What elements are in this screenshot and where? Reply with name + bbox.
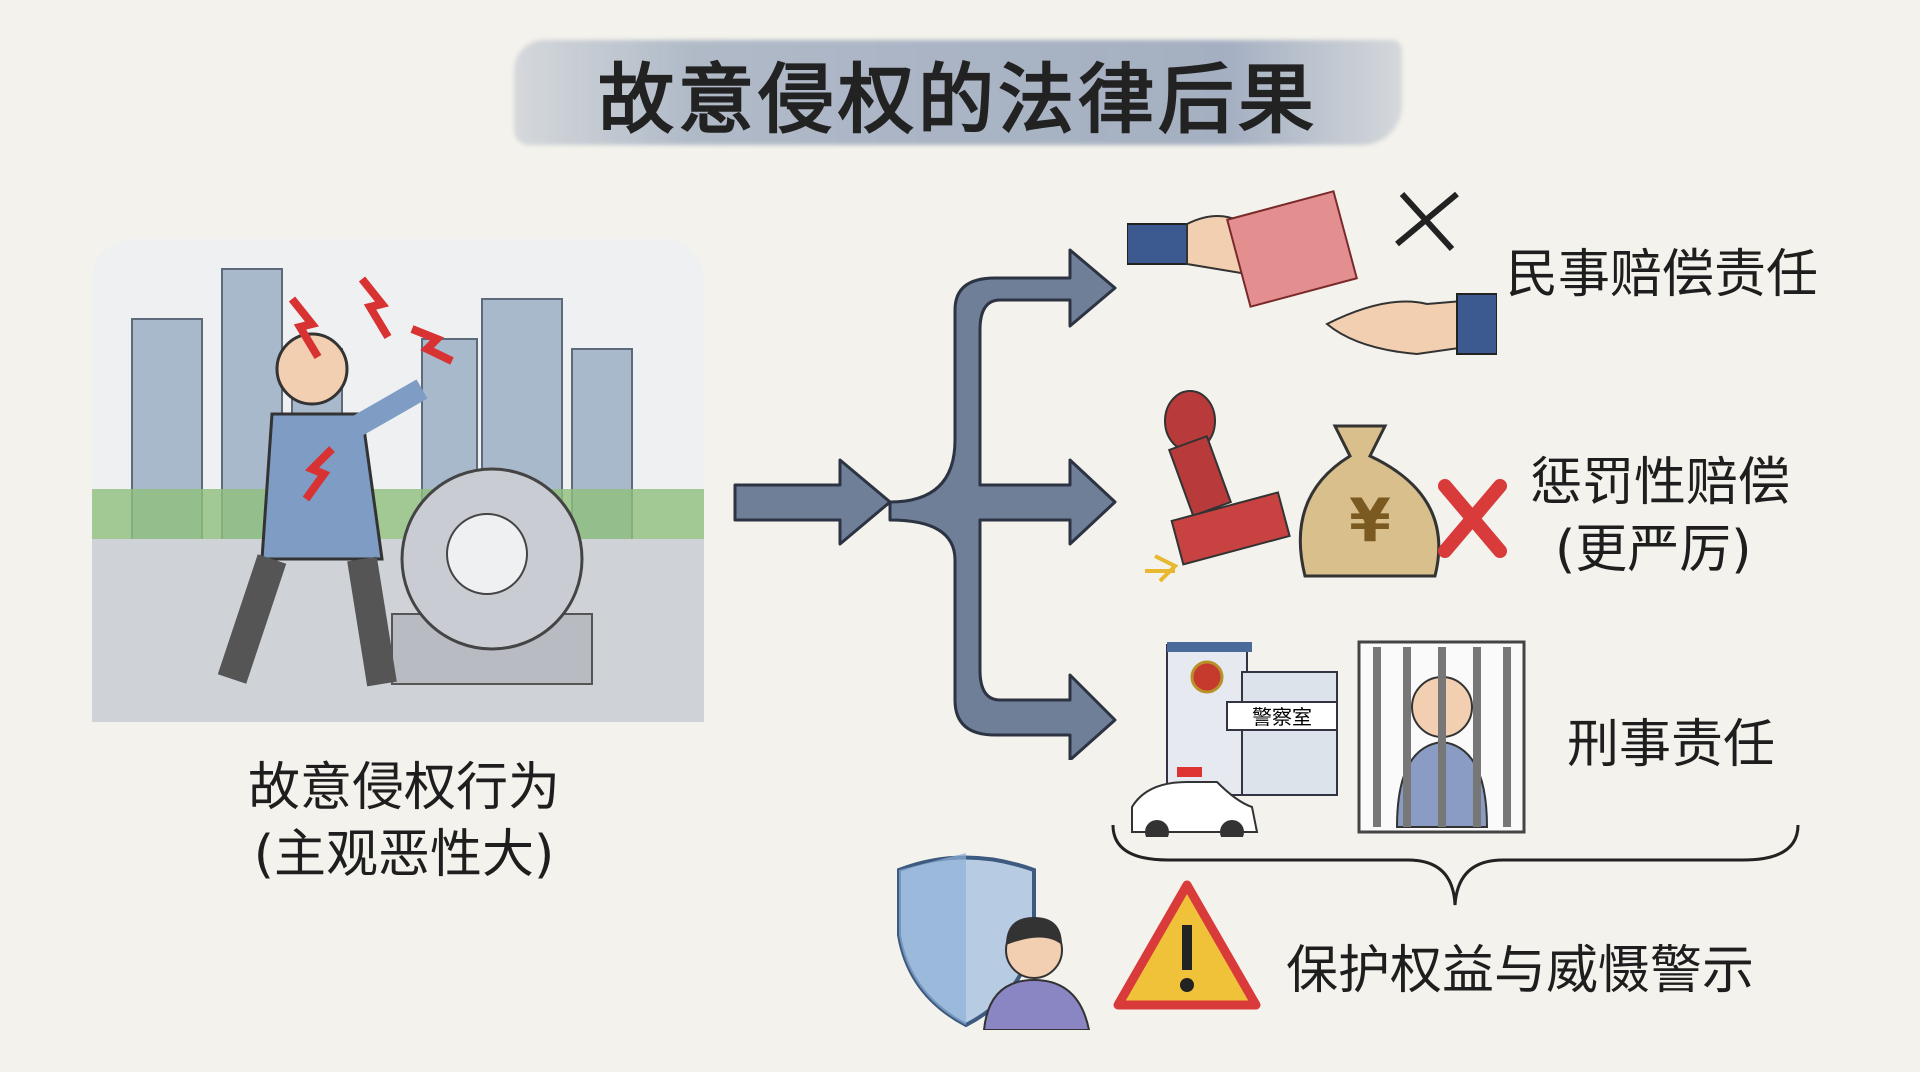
- shield-person-warning-icon: [897, 853, 1261, 1030]
- punitive-damages-sublabel: (更严厉): [1555, 520, 1752, 580]
- vandalism-illustration: [92, 239, 704, 722]
- police-jail-icon: 警察室: [1131, 640, 1526, 837]
- summary-label: 保护权益与威慑警示: [1286, 941, 1755, 1001]
- police-sign: 警察室: [1252, 705, 1312, 729]
- branch-arrows: [888, 248, 1117, 760]
- punitive-damages-label: 惩罚性赔偿: [1530, 453, 1791, 513]
- money-handover-icon: [1127, 190, 1497, 356]
- criminal-liability-label: 刑事责任: [1567, 715, 1776, 775]
- stamp-moneybag-icon: ¥: [1145, 390, 1507, 583]
- svg-text:¥: ¥: [1349, 486, 1391, 556]
- main-arrow: [733, 458, 892, 546]
- curly-brace: [1111, 824, 1800, 906]
- left-sublabel: (主观恶性大): [253, 825, 555, 885]
- left-label: 故意侵权行为: [247, 758, 560, 818]
- civil-liability-label: 民事赔偿责任: [1506, 245, 1819, 305]
- title-banner: [514, 40, 1402, 145]
- page-title: 故意侵权的法律后果: [598, 54, 1318, 144]
- branching-arrows: [733, 248, 1117, 760]
